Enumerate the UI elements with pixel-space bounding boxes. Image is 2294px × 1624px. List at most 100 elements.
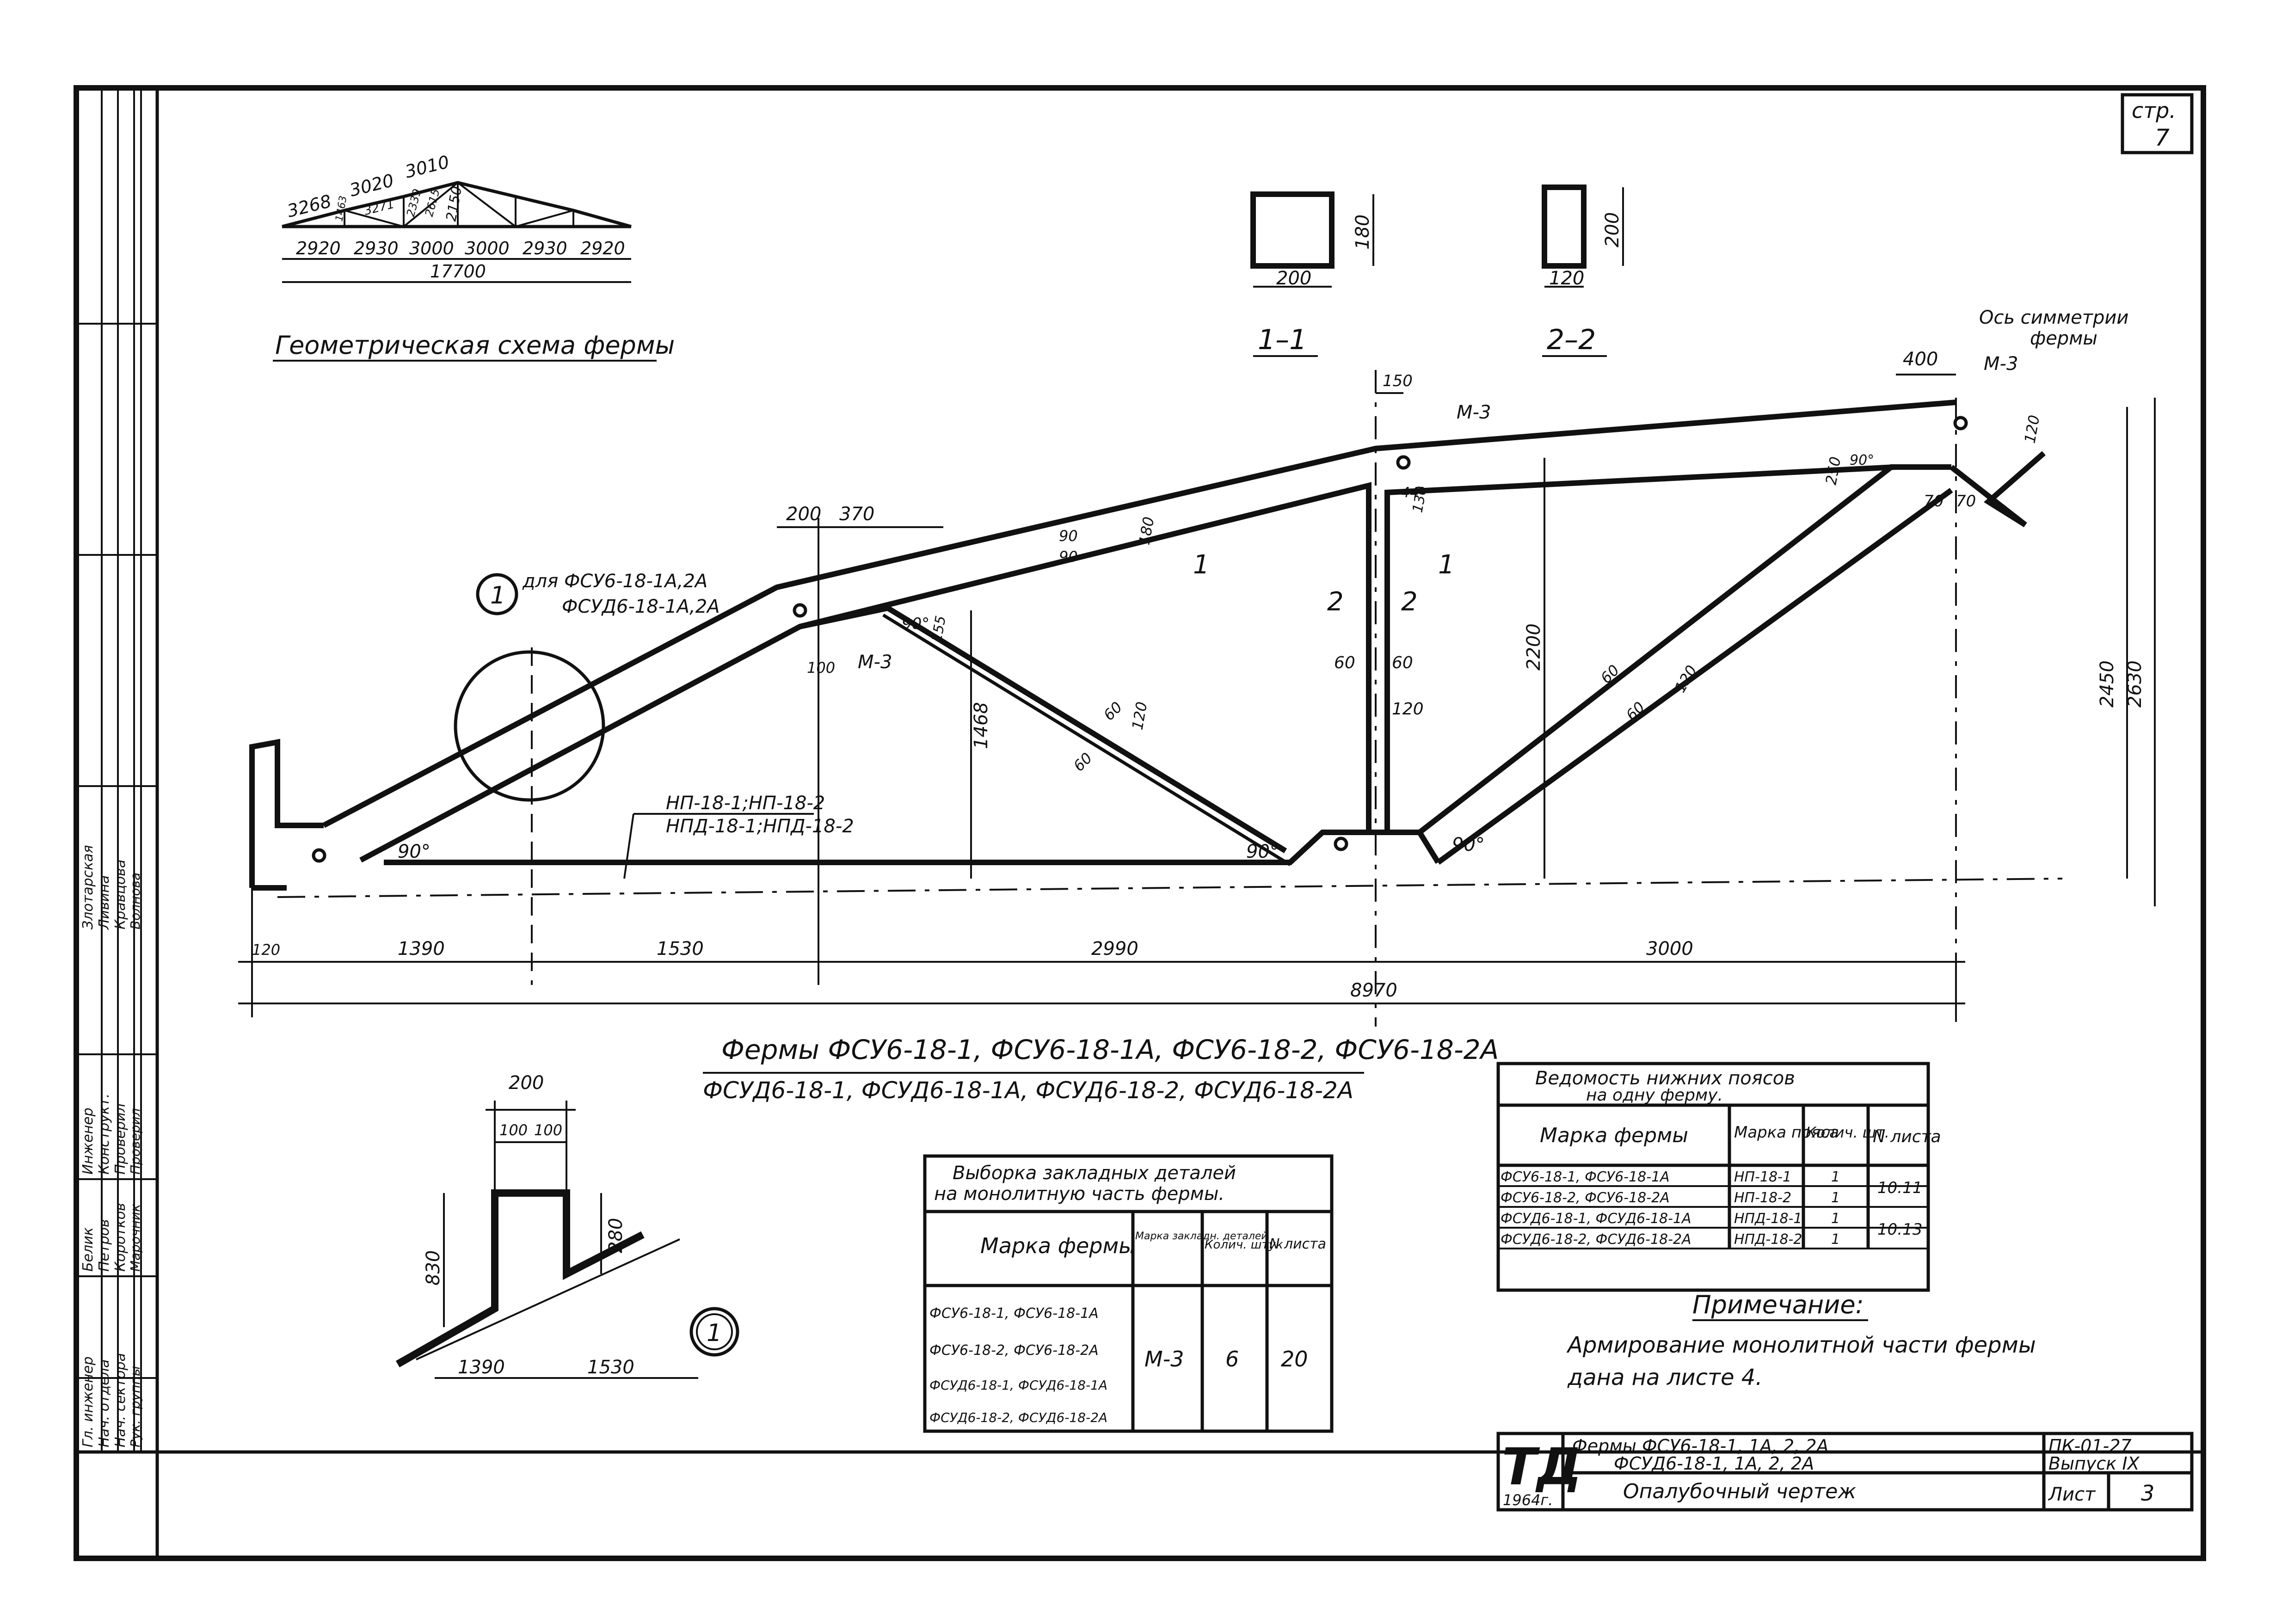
dim-bottom-1: 120	[252, 941, 280, 959]
dim-top-2: 370	[839, 504, 874, 525]
detail-dim-3: 100	[534, 1121, 562, 1139]
geom-top-dim-2: 3020	[348, 170, 396, 201]
note: Примечание: Армирование монолитной части…	[1566, 1290, 2036, 1390]
stamp-sheet-label: Лист	[2048, 1484, 2096, 1505]
side-name-4: Марочник	[128, 1204, 143, 1272]
embedded-row-1: ФСУ6-18-1, ФСУ6-18-1А	[929, 1305, 1099, 1322]
section-mark-3: 2	[1327, 587, 1344, 617]
detail-dim-2: 100	[499, 1121, 528, 1139]
side-role-4: Рук. группы	[128, 1366, 143, 1447]
embedded-row-2: ФСУ6-18-2, ФСУ6-18-2А	[929, 1342, 1099, 1359]
chord-row-1-qty: 1	[1831, 1169, 1840, 1185]
geom-top-dim-3: 3010	[403, 152, 451, 182]
dim-misc-4: 60	[1334, 653, 1355, 672]
stamp-title-2: ФСУД6-18-1, 1А, 2, 2А	[1614, 1453, 1814, 1474]
detail-dim-5: 830	[423, 1250, 444, 1286]
dim-bottom-4: 2990	[1091, 938, 1138, 960]
chord-sheet-1: 10.11	[1877, 1179, 1922, 1197]
embedded-header-4: N листа	[1269, 1236, 1326, 1252]
stamp-title-1: Фермы ФСУ6-18-1, 1А, 2, 2А	[1572, 1436, 1829, 1456]
stamp-year: 1964г.	[1503, 1491, 1553, 1509]
angle-5: 44°	[1401, 485, 1426, 501]
stamp-logo: ТД	[1502, 1437, 1582, 1496]
embedded-title-2: на монолитную часть фермы.	[934, 1183, 1224, 1205]
stamp-sheet-no: 3	[2141, 1481, 2154, 1506]
page-number-box: стр. 7	[2121, 93, 2194, 154]
geom-bottom-5: 2930	[523, 238, 567, 258]
title-stamp: ТД 1964г. Фермы ФСУ6-18-1, 1А, 2, 2А ФСУ…	[1496, 1432, 2194, 1512]
chord-sheet-2: 10.13	[1877, 1220, 1922, 1239]
chord-row-1-truss: ФСУ6-18-1, ФСУ6-18-1А	[1501, 1169, 1670, 1185]
embedded-row-4: ФСУД6-18-2, ФСУД6-18-2А	[929, 1410, 1107, 1425]
truss-title-line-1: Фермы ФСУ6-18-1, ФСУ6-18-1А, ФСУ6-18-2, …	[721, 1034, 1499, 1065]
chord-table: Ведомость нижних поясов на одну ферму. М…	[1496, 1062, 1941, 1292]
chord-row-3-truss: ФСУД6-18-1, ФСУД6-18-1А	[1501, 1211, 1691, 1227]
geometry-scheme: 3268 3020 3010 1463 3271 2339 2615 2150 …	[273, 152, 675, 362]
page-number: 7	[2155, 124, 2170, 151]
dim-bottom-5: 3000	[1646, 938, 1693, 960]
chord-label-2: НПД-18-1;НПД-18-2	[666, 816, 854, 837]
side-name2-1: Злотарская	[80, 845, 96, 929]
section-1-height: 180	[1352, 215, 1373, 250]
dim-misc-15: 120	[2021, 414, 2043, 445]
page-number-label: стр.	[2132, 98, 2176, 123]
angle-1: 90°	[398, 841, 431, 862]
embedded-header-2: Марка закладн. деталей	[1135, 1230, 1268, 1242]
geom-bottom-1: 2920	[296, 238, 341, 258]
dim-misc-18: 100	[807, 659, 835, 677]
dim-misc-2: 90	[1059, 548, 1078, 566]
chord-row-1-belt: НП-18-1	[1734, 1169, 1791, 1185]
angle-2: 90°	[1246, 841, 1279, 862]
dim-misc-9: 120	[1128, 701, 1150, 732]
side-stamp: Гл. инженер Нач. отдела Нач. сектора Рук…	[76, 88, 157, 1452]
section-2-width: 120	[1549, 268, 1584, 289]
embedded-title-1: Выборка закладных деталей	[953, 1163, 1236, 1184]
geom-bottom-4: 3000	[465, 238, 510, 258]
chord-row-4-belt: НПД-18-2	[1734, 1231, 1802, 1248]
side-role2-2: Конструкт.	[96, 1094, 112, 1175]
dim-bottom-3: 1530	[657, 938, 704, 960]
dim-misc-20: 1468	[971, 702, 992, 749]
section-1-width: 200	[1276, 268, 1311, 289]
dim-misc-22: 2450	[2097, 660, 2118, 707]
angle-3: 90°	[1452, 834, 1485, 855]
dim-misc-6: 120	[1392, 700, 1424, 719]
stamp-code: ПК-01-27	[2048, 1436, 2132, 1456]
section-mark-4: 2	[1401, 587, 1418, 617]
dim-misc-10: 60	[1597, 661, 1623, 687]
side-name2-4: Волнова	[128, 873, 143, 929]
geom-bottom-2: 2930	[354, 238, 399, 258]
dim-misc-14: 250	[1822, 455, 1844, 486]
chord-row-2-truss: ФСУ6-18-2, ФСУ6-18-2А	[1501, 1190, 1670, 1206]
detail-dim-6: 1390	[458, 1357, 505, 1378]
dim-bottom-2: 1390	[398, 938, 445, 960]
stamp-issue: Выпуск IX	[2048, 1453, 2140, 1474]
angle-4: 90°	[902, 615, 929, 633]
chord-table-header-2: Марка пояса	[1734, 1123, 1839, 1142]
detail-dim-4: 280	[605, 1218, 627, 1253]
chord-row-2-qty: 1	[1831, 1190, 1840, 1206]
chord-table-title-2: на одну ферму.	[1586, 1086, 1723, 1105]
dim-misc-16: 70	[1924, 492, 1943, 511]
embedded-header-1: Марка фермы	[980, 1233, 1136, 1258]
geom-title: Геометрическая схема фермы	[275, 331, 675, 360]
dim-misc-11: 60	[1623, 698, 1648, 724]
geom-inner-1: 1463	[333, 195, 349, 222]
dim-misc-7: 60	[1070, 749, 1096, 775]
dim-misc-21: 2200	[1523, 623, 1544, 671]
section-mark-1: 1	[1193, 550, 1210, 580]
callout-text-1: для ФСУ6-18-1А,2А	[522, 571, 707, 592]
callout-text-2: ФСУД6-18-1А,2А	[562, 596, 720, 617]
dim-top-1: 200	[786, 504, 821, 525]
dim-misc-1: 90	[1059, 527, 1078, 545]
chord-label-1: НП-18-1;НП-18-2	[666, 793, 825, 814]
section-1-1: 200 180 1–1	[1250, 191, 1374, 357]
chord-table-header-1: Марка фермы	[1540, 1124, 1688, 1147]
embedded-row-3: ФСУД6-18-1, ФСУД6-18-1А	[929, 1378, 1107, 1393]
axis-label-1: Ось симметрии	[1979, 307, 2128, 328]
section-mark-2: 1	[1438, 550, 1455, 580]
section-2-height: 200	[1602, 212, 1623, 247]
dim-misc-3: 180	[1135, 516, 1157, 547]
